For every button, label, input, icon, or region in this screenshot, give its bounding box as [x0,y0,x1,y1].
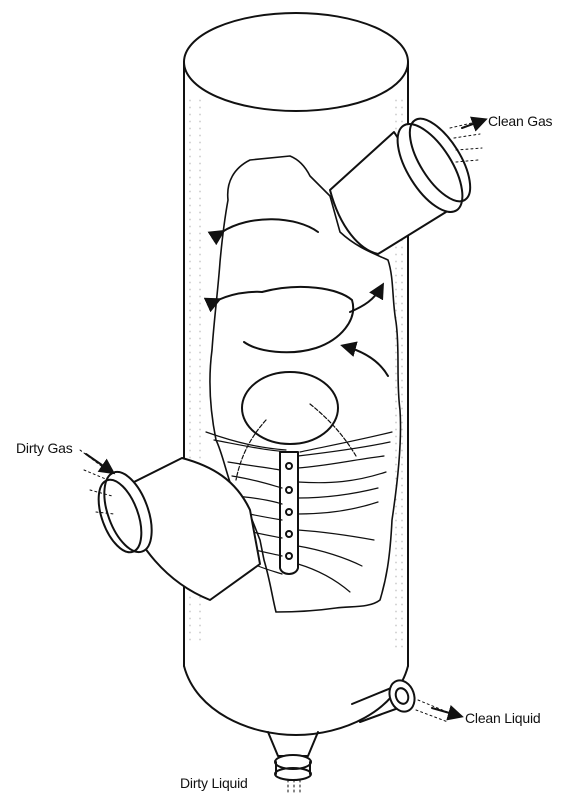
clean-gas-label: Clean Gas [488,113,552,129]
swirl-arrow-top [222,219,318,232]
clean-gas-outlet-nozzle [330,110,482,254]
vessel-top-ellipse [184,13,408,111]
clean-liquid-flow [416,700,452,722]
clean-liquid-label: Clean Liquid [465,710,540,726]
dirty-gas-inlet-nozzle [90,458,260,600]
clean-gas-flow-lines [450,122,482,162]
dirty-liquid-label: Dirty Liquid [180,775,248,791]
swirl-arrow-right [350,286,382,312]
dirty-liquid-drain [268,732,318,780]
clean-liquid-arrow [432,708,460,716]
spray-header [280,452,298,574]
dirty-liquid-flow [288,780,300,795]
dirty-gas-arrow [86,454,112,472]
vessel-bottom-head [184,666,408,735]
swirl-arrow-lower [344,346,388,376]
deflector-disc [242,372,338,444]
swirl-arc-mid [244,287,353,352]
clean-liquid-outlet [352,677,419,722]
swirl-arrow-mid [218,292,262,300]
dirty-gas-label: Dirty Gas [16,440,73,456]
